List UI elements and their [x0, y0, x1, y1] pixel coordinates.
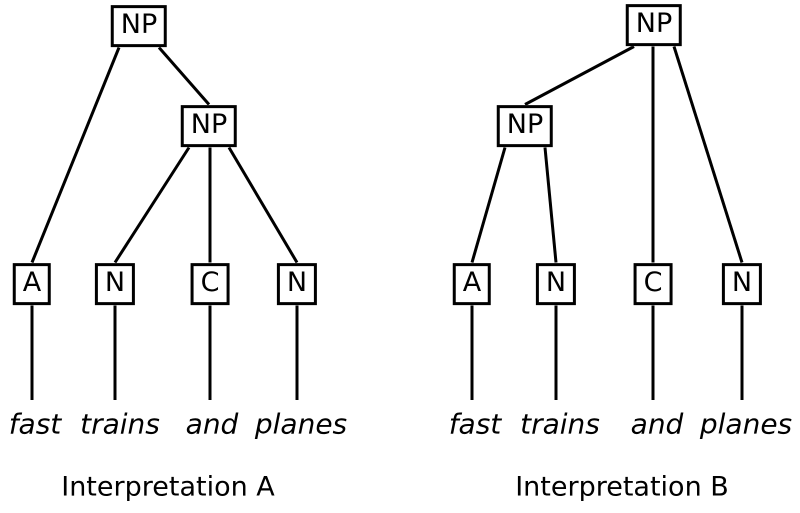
- tree-node-c-interpretation-a: C: [190, 263, 230, 305]
- word-and-interpretation-a: and: [185, 407, 239, 441]
- tree-node-n-interpretation-b: N: [721, 263, 763, 305]
- tree-node-np-interpretation-a: NP: [180, 105, 238, 147]
- word-fast-interpretation-a: fast: [8, 407, 62, 441]
- word-planes-interpretation-b: planes: [699, 407, 793, 441]
- tree-node-np-interpretation-b: NP: [496, 105, 554, 147]
- tree-node-n-interpretation-a: N: [276, 263, 318, 305]
- word-trains-interpretation-b: trains: [520, 407, 600, 441]
- word-and-interpretation-b: and: [630, 407, 684, 441]
- tree-node-n-interpretation-b: N: [535, 263, 577, 305]
- word-fast-interpretation-b: fast: [448, 407, 502, 441]
- word-planes-interpretation-a: planes: [254, 407, 348, 441]
- tree-node-n-interpretation-a: N: [94, 263, 136, 305]
- tree-node-c-interpretation-b: C: [633, 263, 673, 305]
- tree-node-np-interpretation-a: NP: [110, 5, 168, 47]
- caption-interpretation-a: Interpretation A: [61, 471, 275, 503]
- tree-node-a-interpretation-a: A: [12, 263, 52, 305]
- tree-node-np-interpretation-b: NP: [625, 4, 683, 46]
- caption-interpretation-b: Interpretation B: [515, 471, 729, 503]
- tree-node-a-interpretation-b: A: [452, 263, 492, 305]
- word-trains-interpretation-a: trains: [80, 407, 160, 441]
